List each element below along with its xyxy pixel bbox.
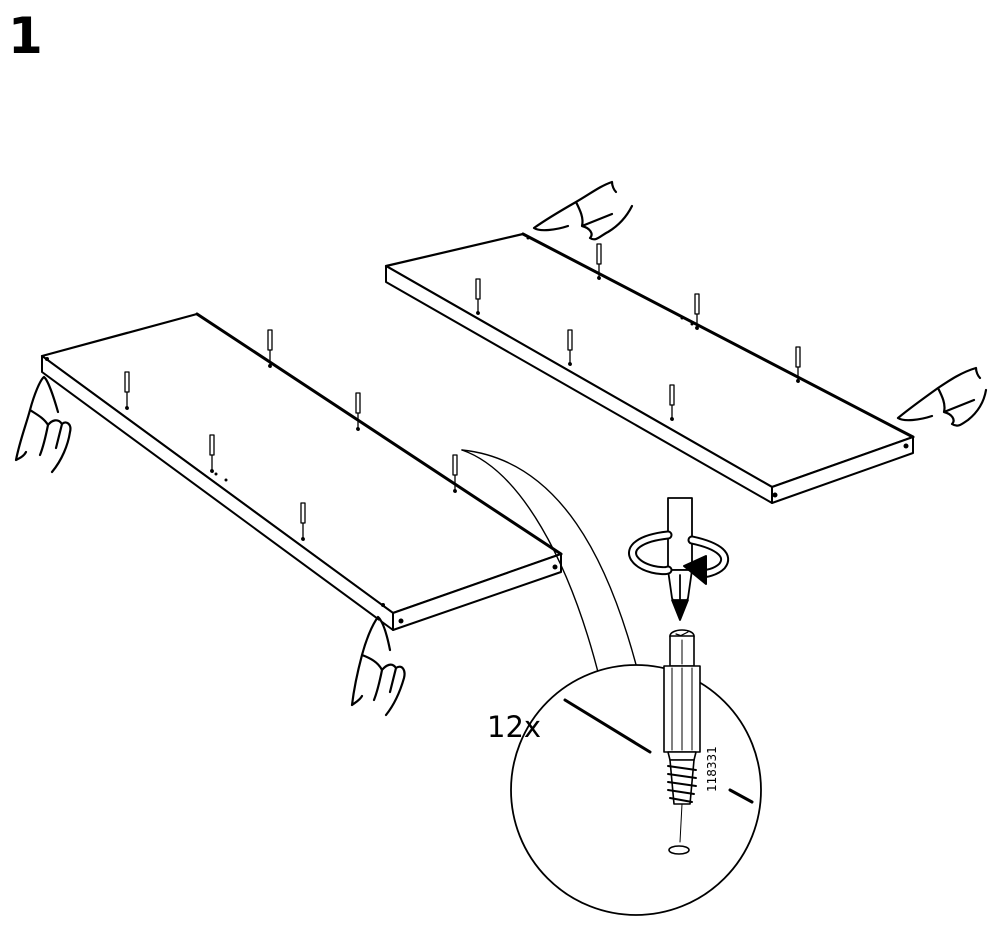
detail-callout: 12x 118331	[461, 449, 762, 916]
right-shelf-panel	[384, 232, 915, 504]
cam-dowel	[596, 243, 602, 280]
pointing-hand-icon	[532, 180, 634, 241]
cam-dowels-left	[124, 329, 458, 541]
cam-dowel	[267, 329, 273, 368]
left-shelf-panel	[40, 312, 563, 631]
cam-dowel	[669, 384, 675, 421]
quantity-label: 12x	[487, 710, 541, 744]
clockwise-arrow-icon	[628, 530, 730, 585]
pointing-hand-icon	[350, 615, 406, 717]
cam-dowel	[694, 293, 700, 330]
cam-dowel	[567, 329, 573, 366]
cam-dowel	[124, 371, 130, 410]
cam-dowel	[209, 434, 215, 473]
step-number: 1	[8, 7, 43, 65]
cam-dowel	[795, 346, 801, 383]
cam-dowel-detail	[663, 629, 701, 855]
pointing-hand-icon	[896, 366, 988, 427]
cam-dowel	[452, 454, 458, 493]
pointing-hand-icon	[14, 375, 72, 474]
part-number-label: 118331	[705, 746, 719, 792]
cam-dowel	[475, 278, 481, 315]
screwdriver-bit	[667, 497, 693, 621]
cam-dowels-right	[475, 243, 801, 421]
cam-dowel	[300, 502, 306, 541]
cam-dowel	[355, 392, 361, 431]
